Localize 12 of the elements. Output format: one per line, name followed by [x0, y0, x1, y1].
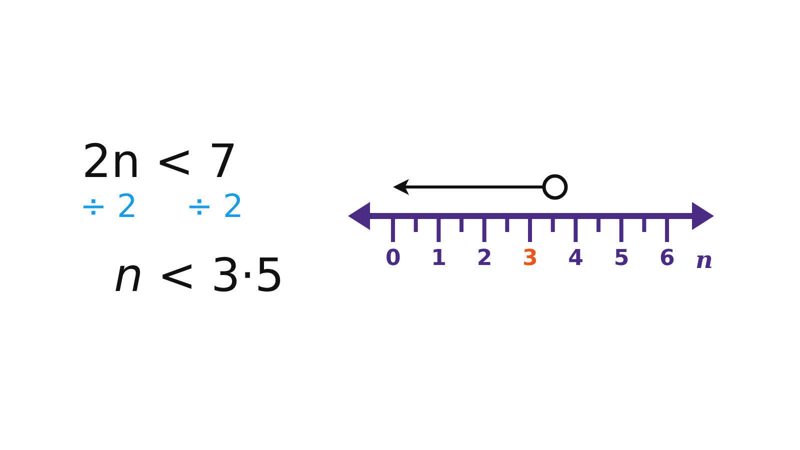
inequality: 2n < 7 — [82, 138, 238, 184]
division-step: ÷ 2 — [186, 190, 244, 222]
tick-label: 5 — [614, 248, 630, 270]
inequality: n < 3·5 — [114, 252, 284, 298]
tick-label: 0 — [386, 248, 401, 270]
tick-label: 1 — [431, 248, 446, 270]
tick-label: 6 — [660, 248, 675, 270]
tick-label: 4 — [568, 248, 584, 270]
division-step: ÷ 2 — [80, 190, 138, 222]
tick-label: 3 — [522, 248, 538, 270]
tick-label: 2 — [476, 248, 492, 270]
axis-variable: n — [696, 248, 713, 272]
